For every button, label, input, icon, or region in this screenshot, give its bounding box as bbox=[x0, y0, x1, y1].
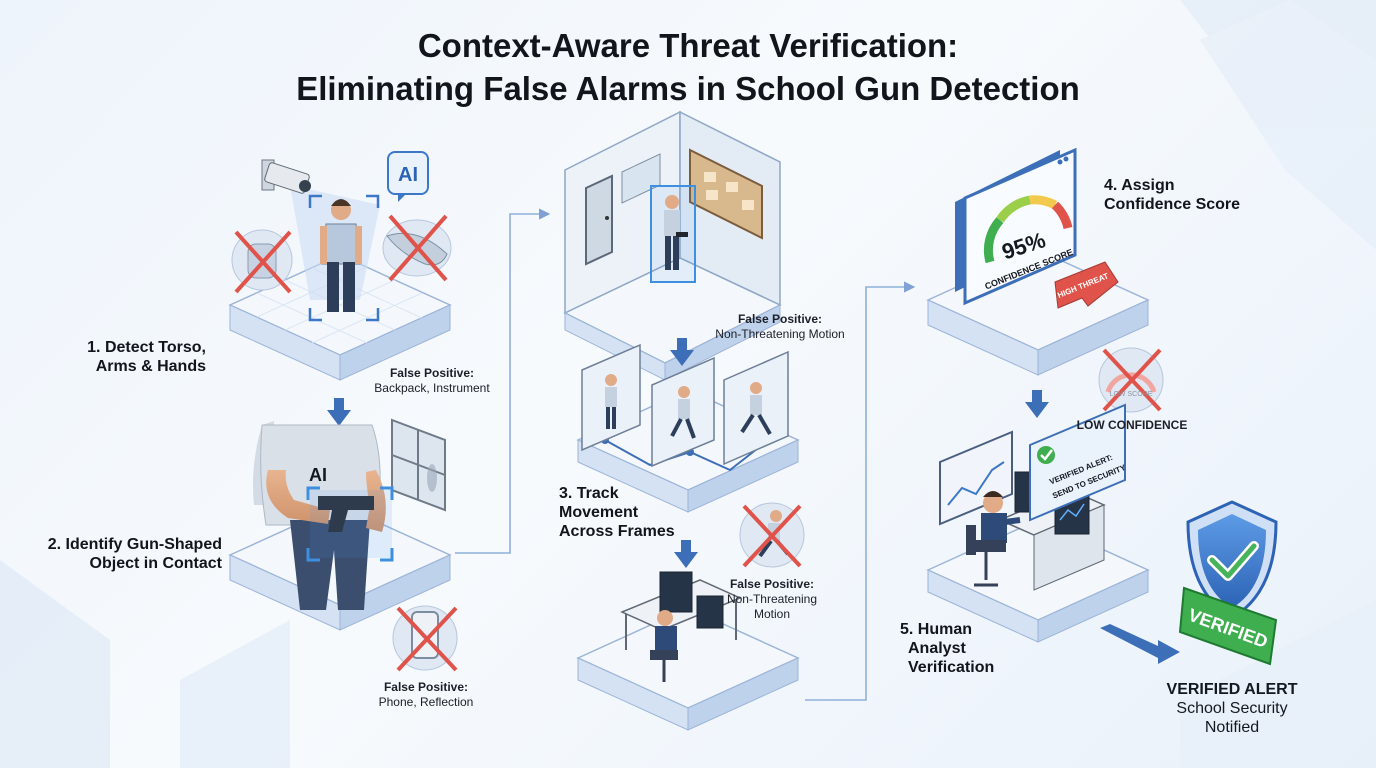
high-threat-tag bbox=[1054, 261, 1119, 309]
crossed-low-score-gauge bbox=[1098, 347, 1164, 413]
gun-detection-bracket bbox=[306, 486, 394, 562]
motion-frame-2 bbox=[651, 356, 715, 468]
right-arrow-to-outcome bbox=[1100, 624, 1180, 664]
motion-frame-3 bbox=[723, 350, 789, 466]
standing-student-figure bbox=[320, 199, 362, 312]
connector-col1-to-col2 bbox=[455, 208, 551, 554]
down-arrow-col3 bbox=[1025, 390, 1049, 418]
false-positive-backpack-caption: False Positive: Backpack, Instrument bbox=[374, 366, 490, 395]
down-arrow-col2-b bbox=[674, 540, 698, 568]
score-monitor bbox=[955, 147, 1077, 306]
ai-gun-label: AI bbox=[309, 465, 327, 485]
closeup-torso-figure bbox=[253, 421, 386, 610]
crossed-instrument-case-icon bbox=[382, 214, 452, 282]
crossed-backpack-icon bbox=[231, 229, 293, 294]
step5-label: 5. Human Analyst Verification bbox=[900, 621, 995, 676]
false-positive-phone-caption: False Positive: Phone, Reflection bbox=[378, 680, 474, 709]
step2-label: 2. Identify Gun-Shaped Object in Contact bbox=[47, 536, 222, 572]
low-confidence-label: LOW CONFIDENCE bbox=[1076, 418, 1188, 432]
room-student-figure bbox=[650, 185, 696, 283]
page-title-line2: Eliminating False Alarms in School Gun D… bbox=[296, 70, 1080, 107]
outcome-line1: School Security bbox=[1176, 700, 1288, 717]
false-positive-motion-caption-bottom: False Positive: Non-Threatening Motion bbox=[726, 577, 818, 621]
step4-label: 4. Assign Confidence Score bbox=[1104, 177, 1241, 213]
crossed-running-person-icon bbox=[739, 502, 805, 568]
page-title-line1: Context-Aware Threat Verification: bbox=[417, 27, 959, 64]
flow-connectors bbox=[455, 208, 916, 701]
low-score-mini: LOW SCORE bbox=[1110, 391, 1153, 398]
page-title: Context-Aware Threat Verification: Elimi… bbox=[0, 24, 1376, 110]
crossed-phone-icon bbox=[392, 605, 458, 672]
confidence-gauge bbox=[983, 195, 1073, 264]
false-positive-motion-caption-top: False Positive: Non-Threatening Motion bbox=[715, 312, 845, 341]
speech-bubble bbox=[1029, 403, 1126, 522]
outcome-block: VERIFIED ALERT School Security Notified bbox=[1150, 680, 1314, 737]
outcome-title: VERIFIED ALERT bbox=[1166, 681, 1298, 698]
analyst-platform bbox=[926, 430, 1150, 643]
verified-shield-icon bbox=[1186, 500, 1278, 620]
connector-col2-to-col3 bbox=[805, 281, 916, 701]
step3-label: 3. Track Movement Across Frames bbox=[559, 485, 675, 540]
down-arrow-col1 bbox=[327, 398, 351, 426]
window-reflection-icon bbox=[391, 418, 446, 512]
step1-label: 1. Detect Torso, Arms & Hands bbox=[87, 339, 206, 375]
detection-bracket bbox=[308, 194, 380, 322]
verified-ribbon bbox=[1178, 586, 1278, 666]
workstation-platform-col2 bbox=[576, 571, 800, 731]
handgun-icon bbox=[318, 496, 374, 532]
motion-frame-1 bbox=[581, 343, 641, 452]
ai-badge-icon bbox=[387, 151, 429, 202]
ai-badge-text: AI bbox=[398, 164, 418, 186]
outcome-line2: Notified bbox=[1204, 719, 1260, 736]
down-arrow-col2-a bbox=[670, 338, 694, 366]
